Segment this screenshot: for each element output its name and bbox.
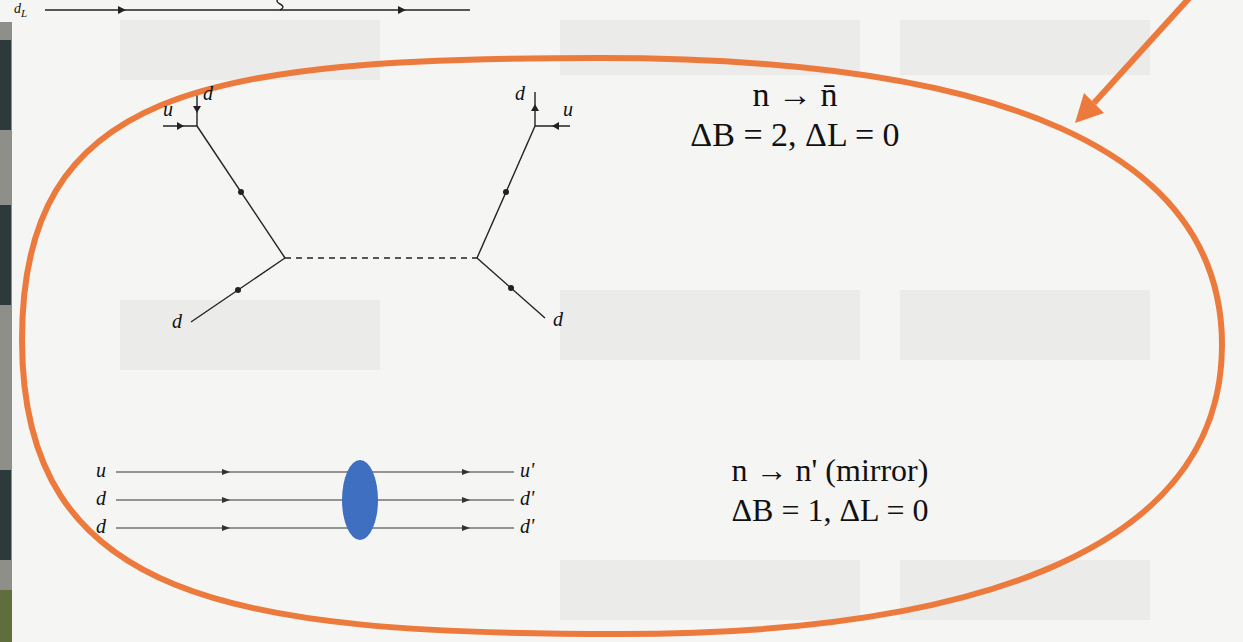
callout-ellipse: n → n̄ΔB = 2, ΔL = 0 n → n' (mirror)ΔB = … [19, 55, 1225, 637]
equation-text: n → n' (mirror) [732, 452, 929, 489]
faint-windows [120, 20, 1150, 620]
quark-label: d [172, 310, 182, 332]
quark-label: u [563, 98, 573, 120]
equation-text: n → n̄ [753, 75, 838, 114]
quark-label: d [553, 308, 563, 330]
quark-label: d [96, 487, 106, 509]
n-nbar-diagram [163, 92, 570, 322]
mirror-lines [116, 472, 514, 528]
lawn [0, 590, 12, 642]
quark-label: d' [520, 487, 534, 509]
building-windows [0, 40, 11, 560]
quark-label: u [163, 98, 173, 120]
quark-label: dL [14, 1, 27, 19]
quark-label: d' [520, 515, 534, 537]
equation-text: ΔB = 2, ΔL = 0 [690, 115, 899, 154]
building-strip [0, 22, 12, 642]
callout-arrow [1075, 0, 1192, 123]
quark-label: d [203, 82, 213, 104]
fermion-arrows [177, 104, 559, 293]
ellipse-outline [19, 55, 1225, 637]
mirror-blob [342, 460, 378, 540]
top-arrows [118, 6, 406, 14]
equation-text: ΔB = 1, ΔL = 0 [732, 492, 929, 529]
quark-label: d [96, 515, 106, 537]
top-diagram [45, 0, 470, 10]
quark-label: d [515, 82, 525, 104]
ellipse-stroke [22, 58, 1222, 634]
quark-label: u' [520, 459, 534, 481]
quark-label: u [96, 459, 106, 481]
